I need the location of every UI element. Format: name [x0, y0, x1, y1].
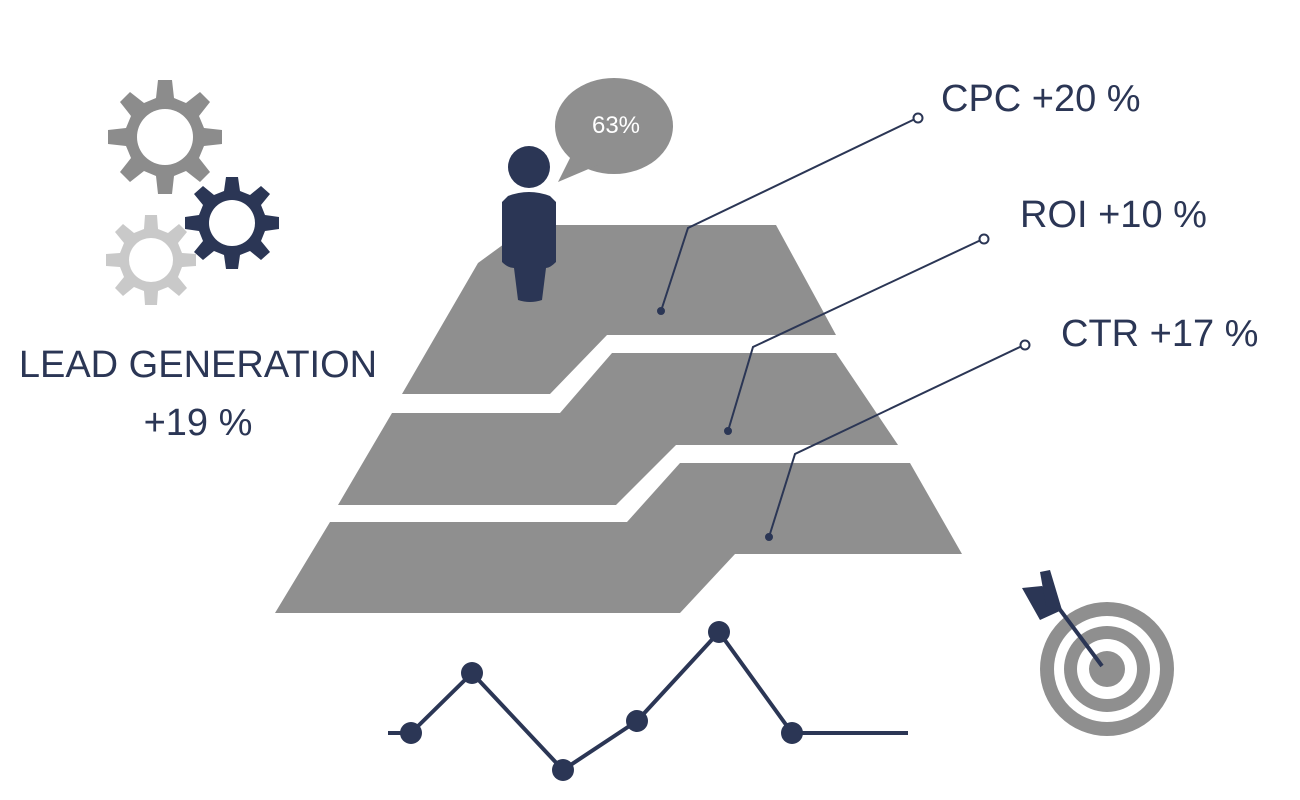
- lead-generation-value: +19 %: [143, 402, 253, 444]
- gear-large-icon: [108, 80, 222, 194]
- gear-small-gray-icon: [106, 215, 196, 305]
- callout-roi: [724, 233, 990, 435]
- gear-small-navy-icon: [185, 177, 279, 269]
- target-icon: [1040, 602, 1174, 736]
- lead-generation-label: LEAD GENERATION: [18, 344, 378, 386]
- pyramid-tier-middle: [338, 353, 898, 505]
- line-chart-icon: [388, 621, 908, 781]
- metric-roi: ROI +10 %: [1020, 194, 1207, 236]
- arrow-icon: [1022, 570, 1104, 668]
- metric-ctr: CTR +17 %: [1061, 313, 1259, 355]
- pyramid-tier-bottom: [275, 463, 962, 613]
- speech-bubble-icon: [555, 78, 673, 182]
- metric-cpc: CPC +20 %: [941, 78, 1141, 120]
- callout-cpc: [657, 112, 924, 315]
- callout-ctr: [765, 339, 1031, 541]
- bubble-percentage: 63%: [591, 112, 641, 139]
- person-icon: [502, 146, 556, 302]
